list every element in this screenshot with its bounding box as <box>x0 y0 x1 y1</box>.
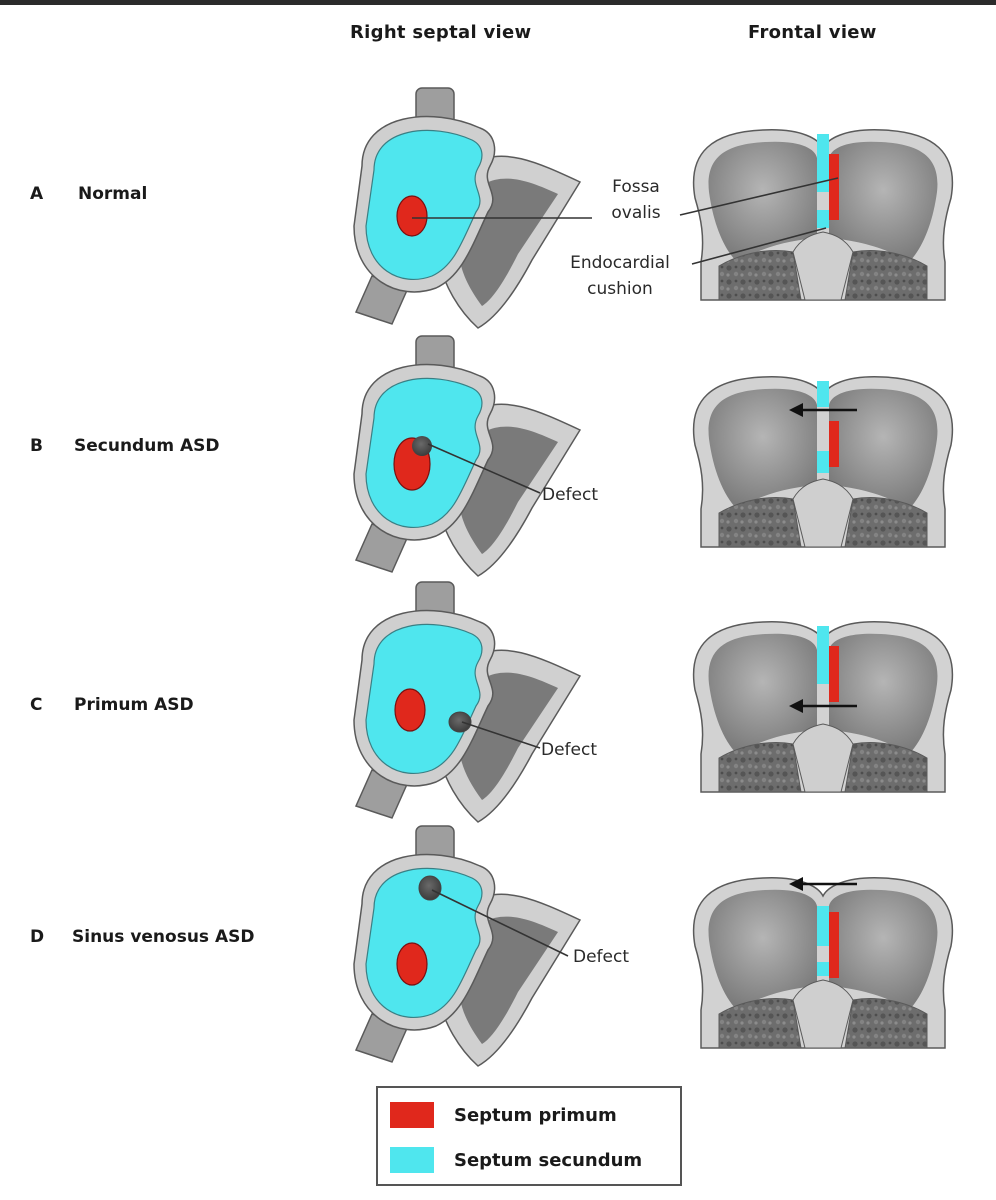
legend-item-septum-primum: Septum primum <box>390 1100 617 1130</box>
septum-primum-strip <box>829 154 839 220</box>
leader-defect-c <box>461 721 541 749</box>
row-name-sinus-venosus-asd: Sinus venosus ASD <box>72 927 255 947</box>
septum-primum-strip <box>829 646 839 702</box>
fossa-ovalis-septum-primum <box>396 942 428 986</box>
row-name-primum-asd: Primum ASD <box>74 695 194 715</box>
row-letter-b: B <box>30 436 43 456</box>
label-fossa-line2: ovalis <box>611 203 661 223</box>
label-defect-c: Defect <box>541 740 598 760</box>
legend-label-septum-primum: Septum primum <box>454 1104 617 1126</box>
row-letter-a: A <box>30 184 44 204</box>
septum-primum-strip <box>829 421 839 467</box>
row-name-secundum-asd: Secundum ASD <box>74 436 220 456</box>
label-fossa-ovalis: Fossa ovalis <box>596 174 676 226</box>
leader-cushion <box>691 227 827 265</box>
septum-secundum-strip <box>817 381 829 407</box>
leader-defect-b <box>427 443 541 494</box>
arrowhead-icon <box>789 403 803 417</box>
septum-secundum-lower <box>817 962 829 976</box>
top-border <box>0 0 996 5</box>
legend-swatch-septum-secundum <box>390 1147 434 1173</box>
frontal-view-normal <box>692 129 954 301</box>
row-letter-d: D <box>30 927 45 947</box>
septum-secundum-lower <box>817 210 829 228</box>
fossa-ovalis-septum-primum <box>394 688 426 732</box>
label-fossa-line1: Fossa <box>612 177 660 197</box>
label-defect-b: Defect <box>542 485 599 505</box>
label-cushion-line1: Endocardial <box>570 253 670 273</box>
septal-view-normal <box>353 87 581 329</box>
septum-secundum-strip <box>817 134 829 192</box>
sinus-venosus-defect-hole <box>418 875 442 901</box>
leader-fossa-right <box>679 177 839 216</box>
primum-defect-hole <box>448 711 472 733</box>
arrowhead-icon <box>789 877 803 891</box>
column-title-right-septal-view: Right septal view <box>350 22 532 43</box>
legend-item-septum-secundum: Septum secundum <box>390 1145 642 1175</box>
septal-view-secundum-asd <box>353 335 581 577</box>
frontal-view-sinus-venosus-asd <box>692 877 954 1049</box>
septum-secundum-strip <box>817 906 829 946</box>
row-letter-c: C <box>30 695 43 715</box>
arrowhead-icon <box>789 699 803 713</box>
legend: Septum primum Septum secundum <box>376 1086 682 1186</box>
legend-swatch-septum-primum <box>390 1102 434 1128</box>
label-defect-d: Defect <box>573 947 630 967</box>
frontal-view-primum-asd <box>692 621 954 793</box>
septum-primum-strip <box>829 912 839 978</box>
secundum-defect-hole <box>412 436 432 456</box>
label-endocardial-cushion: Endocardial cushion <box>550 250 690 302</box>
fossa-ovalis-septum-primum <box>396 195 428 237</box>
column-title-frontal-view: Frontal view <box>748 22 877 43</box>
leader-defect-d <box>431 889 569 957</box>
label-cushion-line2: cushion <box>587 279 653 299</box>
septum-secundum-strip <box>817 626 829 684</box>
row-name-normal: Normal <box>78 184 148 204</box>
septum-secundum-lower <box>817 451 829 473</box>
legend-label-septum-secundum: Septum secundum <box>454 1149 643 1171</box>
septal-view-sinus-venosus-asd <box>353 825 581 1067</box>
septal-view-primum-asd <box>353 581 581 823</box>
frontal-view-secundum-asd <box>692 376 954 548</box>
